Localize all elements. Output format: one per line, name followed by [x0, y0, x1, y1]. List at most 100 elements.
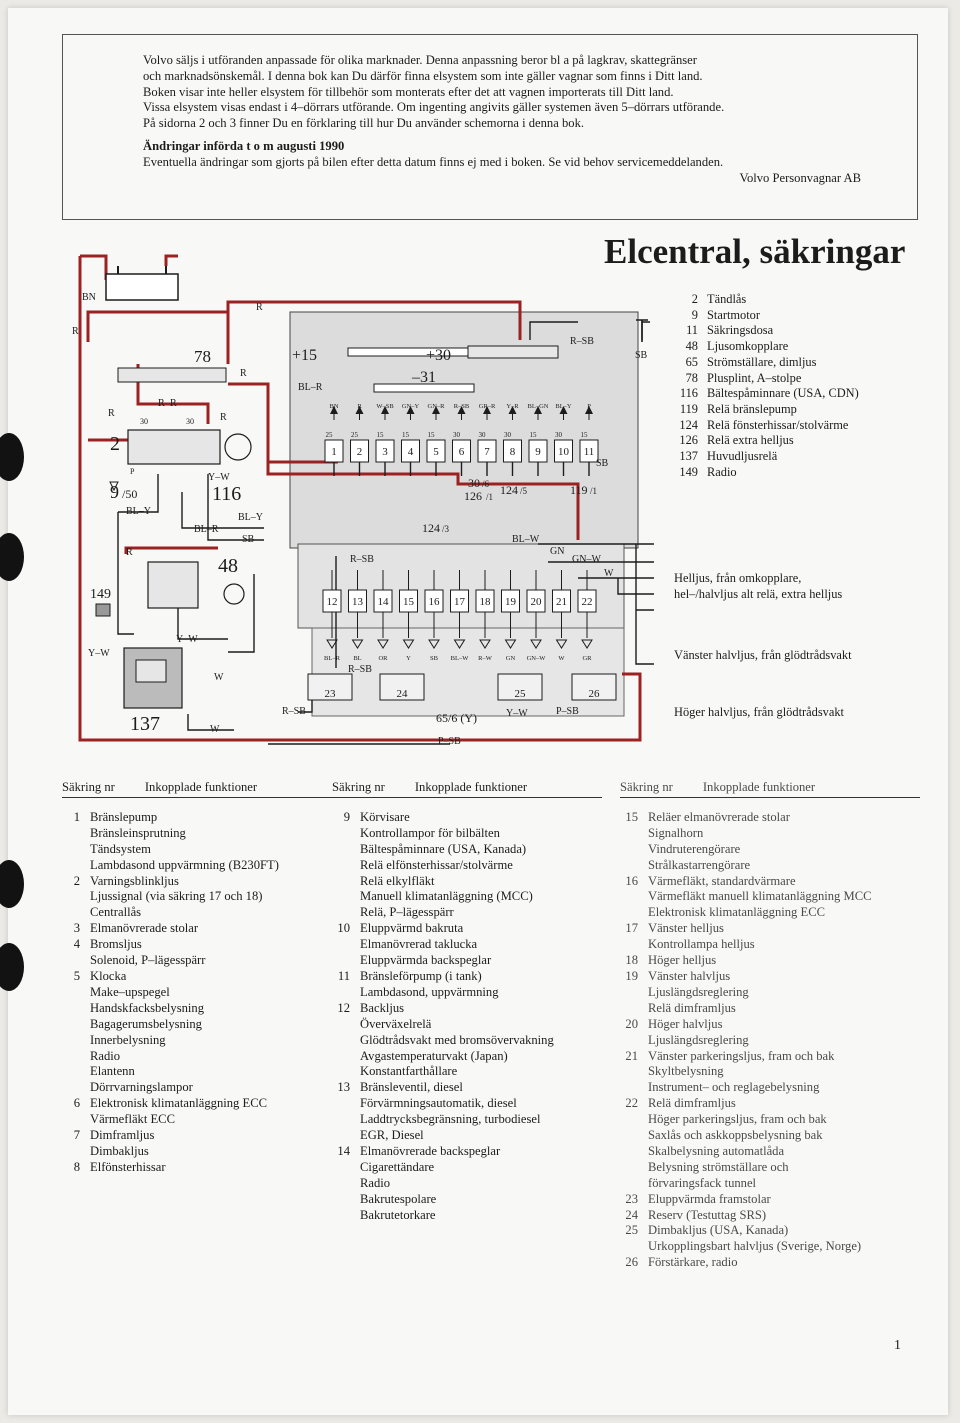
- output-arrow: [428, 639, 440, 649]
- wire-label: R: [72, 326, 79, 337]
- page-number: 1: [894, 1338, 901, 1353]
- fuse-rating: 25: [351, 431, 359, 439]
- fuse-number: 17: [625, 921, 638, 936]
- relay-number: 23: [325, 688, 337, 700]
- legend-number: 65: [685, 354, 698, 369]
- fuse-wire-color: W: [558, 655, 565, 662]
- legend-number: 9: [691, 307, 698, 322]
- legend-number: 11: [686, 323, 698, 338]
- fuse-function: Radio: [360, 1175, 391, 1190]
- fuse-function: Urkopplingsbart halvljus (Sverige, Norge…: [648, 1239, 862, 1254]
- note-vanster: Vänster halvljus, från glödtrådsvakt: [674, 648, 852, 662]
- fuse-number-label: 20: [531, 596, 543, 608]
- output-arrow: [377, 639, 389, 649]
- legend-name: Bältespåminnare (USA, CDN): [707, 386, 859, 401]
- fuse-function: Vänster halvljus: [648, 968, 731, 983]
- fuse-rating: 15: [530, 431, 538, 439]
- fuse-wire-color: R: [357, 403, 362, 410]
- light-switch-48: [147, 561, 199, 609]
- fuse-function: Värmefläkt ECC: [90, 1112, 175, 1127]
- component-label: 124: [422, 521, 440, 535]
- legend-item: 124 Relä fönsterhissar/stolvärme: [668, 418, 859, 434]
- fuse-function: Bränsleförpump (i tank): [360, 968, 482, 983]
- fuse-function: Skyltbelysning: [648, 1064, 724, 1079]
- wire-label: R–SB: [570, 336, 594, 347]
- fuse-number: 18: [625, 953, 638, 968]
- fuse-number: 8: [73, 1159, 80, 1174]
- fuse-number-label: 16: [429, 596, 441, 608]
- fuse-rating: 15: [581, 431, 589, 439]
- component-label: 116: [212, 483, 241, 505]
- changes-heading: Ändringar införda t o m augusti 1990: [143, 138, 345, 153]
- busbar-label: +30: [426, 347, 451, 364]
- fuse-function: Höger parkeringsljus, fram och bak: [648, 1112, 827, 1127]
- fuse-function: Ljussignal (via säkring 17 och 18): [90, 889, 263, 904]
- fuse-function: Bromsljus: [90, 937, 142, 952]
- legend-name: Relä bränslepump: [707, 401, 797, 416]
- fuse-number-label: 2: [357, 446, 363, 458]
- battery-icon: [105, 273, 179, 301]
- fuse-function: Höger halvljus: [648, 1016, 723, 1031]
- component-label: 137: [130, 713, 160, 735]
- fuse-function: Reserv (Testuttag SRS): [648, 1207, 767, 1222]
- fuse-number-label: 13: [352, 596, 364, 608]
- legend-name: Relä fönsterhissar/stolvärme: [707, 417, 849, 432]
- fuse-number-label: 8: [510, 446, 516, 458]
- legend-number: 124: [679, 417, 698, 432]
- fuse-function: Elektronisk klimatanläggning ECC: [648, 905, 825, 920]
- legend-number: 116: [679, 386, 698, 401]
- wire-label: BL–R: [298, 382, 323, 393]
- fuse-function: Klocka: [90, 968, 127, 983]
- fuse-number: 12: [337, 1000, 350, 1015]
- ground-label: SB: [635, 350, 648, 361]
- fuse-function: Dimbakljus (USA, Kanada): [648, 1223, 789, 1238]
- fuse-rating: 30: [555, 431, 563, 439]
- relay-number: 24: [397, 688, 409, 700]
- output-arrow: [351, 639, 364, 649]
- legend-number: 137: [679, 449, 698, 464]
- fuse-function: EGR, Diesel: [360, 1128, 424, 1143]
- output-arrow: [504, 639, 517, 649]
- fuse-function: Elmanövrerad taklucka: [360, 937, 478, 952]
- fuse-function: Förvärmningsautomatik, diesel: [360, 1096, 517, 1111]
- legend-name: Strömställare, dimljus: [707, 354, 817, 369]
- fuse-function: Varningsblinkljus: [90, 873, 179, 888]
- fuse-function: Relä elfönsterhissar/stolvärme: [360, 857, 513, 872]
- fuse-wire-color: R–SB: [454, 403, 470, 410]
- wire-label: R: [126, 547, 133, 558]
- fuse-function: Saxlås och askkoppsbelysning bak: [648, 1128, 823, 1143]
- relay-24: [379, 673, 425, 701]
- wire-label: R–SB: [348, 664, 372, 675]
- wire-label: Y–W: [176, 634, 198, 645]
- fuse-number-label: 21: [556, 596, 567, 608]
- component-label: 30: [468, 476, 480, 490]
- legend-name: Tändlås: [707, 292, 747, 306]
- fuse-function: Bakrutetorkare: [360, 1207, 436, 1222]
- fuse-number: 1: [73, 809, 80, 824]
- notice-line: Boken visar inte heller elsystem för til…: [143, 84, 674, 99]
- fuse-function: Körvisare: [360, 809, 410, 824]
- wire-label: R: [220, 412, 227, 423]
- fuse-number-label: 14: [378, 596, 390, 608]
- fuse-number-label: 22: [582, 596, 593, 608]
- fuse-number: 26: [625, 1255, 638, 1270]
- fuse-number: 2: [73, 873, 80, 888]
- fuse-number-label: 12: [327, 596, 338, 608]
- wire-label: P–SB: [438, 736, 461, 747]
- fuse-function: Ljuslängdsreglering: [648, 984, 749, 999]
- wire-label: BL–Y: [126, 506, 151, 517]
- fuse-number-label: 3: [382, 446, 388, 458]
- fuse-function: Solenoid, P–lägesspärr: [90, 953, 206, 968]
- fuse-function: Kontrollampor för bilbälten: [360, 825, 500, 840]
